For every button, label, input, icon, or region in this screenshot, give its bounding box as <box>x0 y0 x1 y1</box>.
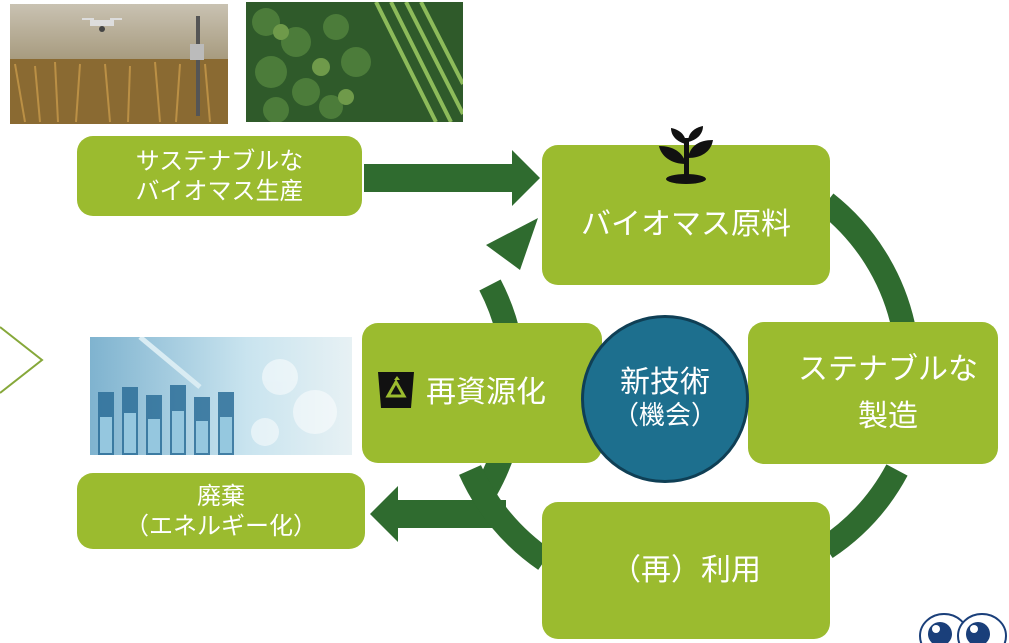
box-line: 製造 <box>858 399 918 434</box>
forest-crops-photo <box>246 2 463 122</box>
center-title: 新技術 <box>620 365 710 401</box>
rice-field-photo <box>10 4 228 124</box>
center-subtitle: （機会） <box>612 401 717 432</box>
recycling-box: 再資源化 <box>362 323 602 463</box>
chevron-right-icon[interactable] <box>0 325 50 395</box>
box-label: バイオマス原料 <box>581 206 791 242</box>
lab-tubes-photo <box>90 337 352 455</box>
biomass-feedstock-box: バイオマス原料 <box>542 145 830 285</box>
box-label: 再資源化 <box>426 375 546 411</box>
disposal-arrowhead <box>370 486 398 542</box>
recycle-bin-icon <box>374 366 418 420</box>
box-line: サステナブルな <box>135 147 304 175</box>
box-line: （エネルギー化） <box>125 512 317 540</box>
box-line: ステナブルな <box>798 351 978 387</box>
box-label: （再）利用 <box>611 552 761 588</box>
box-line: バイオマス生産 <box>135 177 304 205</box>
sprout-icon <box>659 126 713 184</box>
cycle-arrowhead <box>486 218 538 270</box>
new-technology-circle: 新技術 （機会） <box>581 315 749 483</box>
sustainable-biomass-production-box: サステナブルな バイオマス生産 <box>77 136 362 216</box>
box-line: 廃棄 <box>197 482 245 510</box>
sustainable-manufacturing-box: ステナブルな 製造 <box>748 322 998 464</box>
cartoon-eyes-icon <box>919 613 1007 643</box>
disposal-energy-box: 廃棄 （エネルギー化） <box>77 473 365 549</box>
production-arrowhead <box>512 150 540 206</box>
reuse-box: （再）利用 <box>542 502 830 639</box>
